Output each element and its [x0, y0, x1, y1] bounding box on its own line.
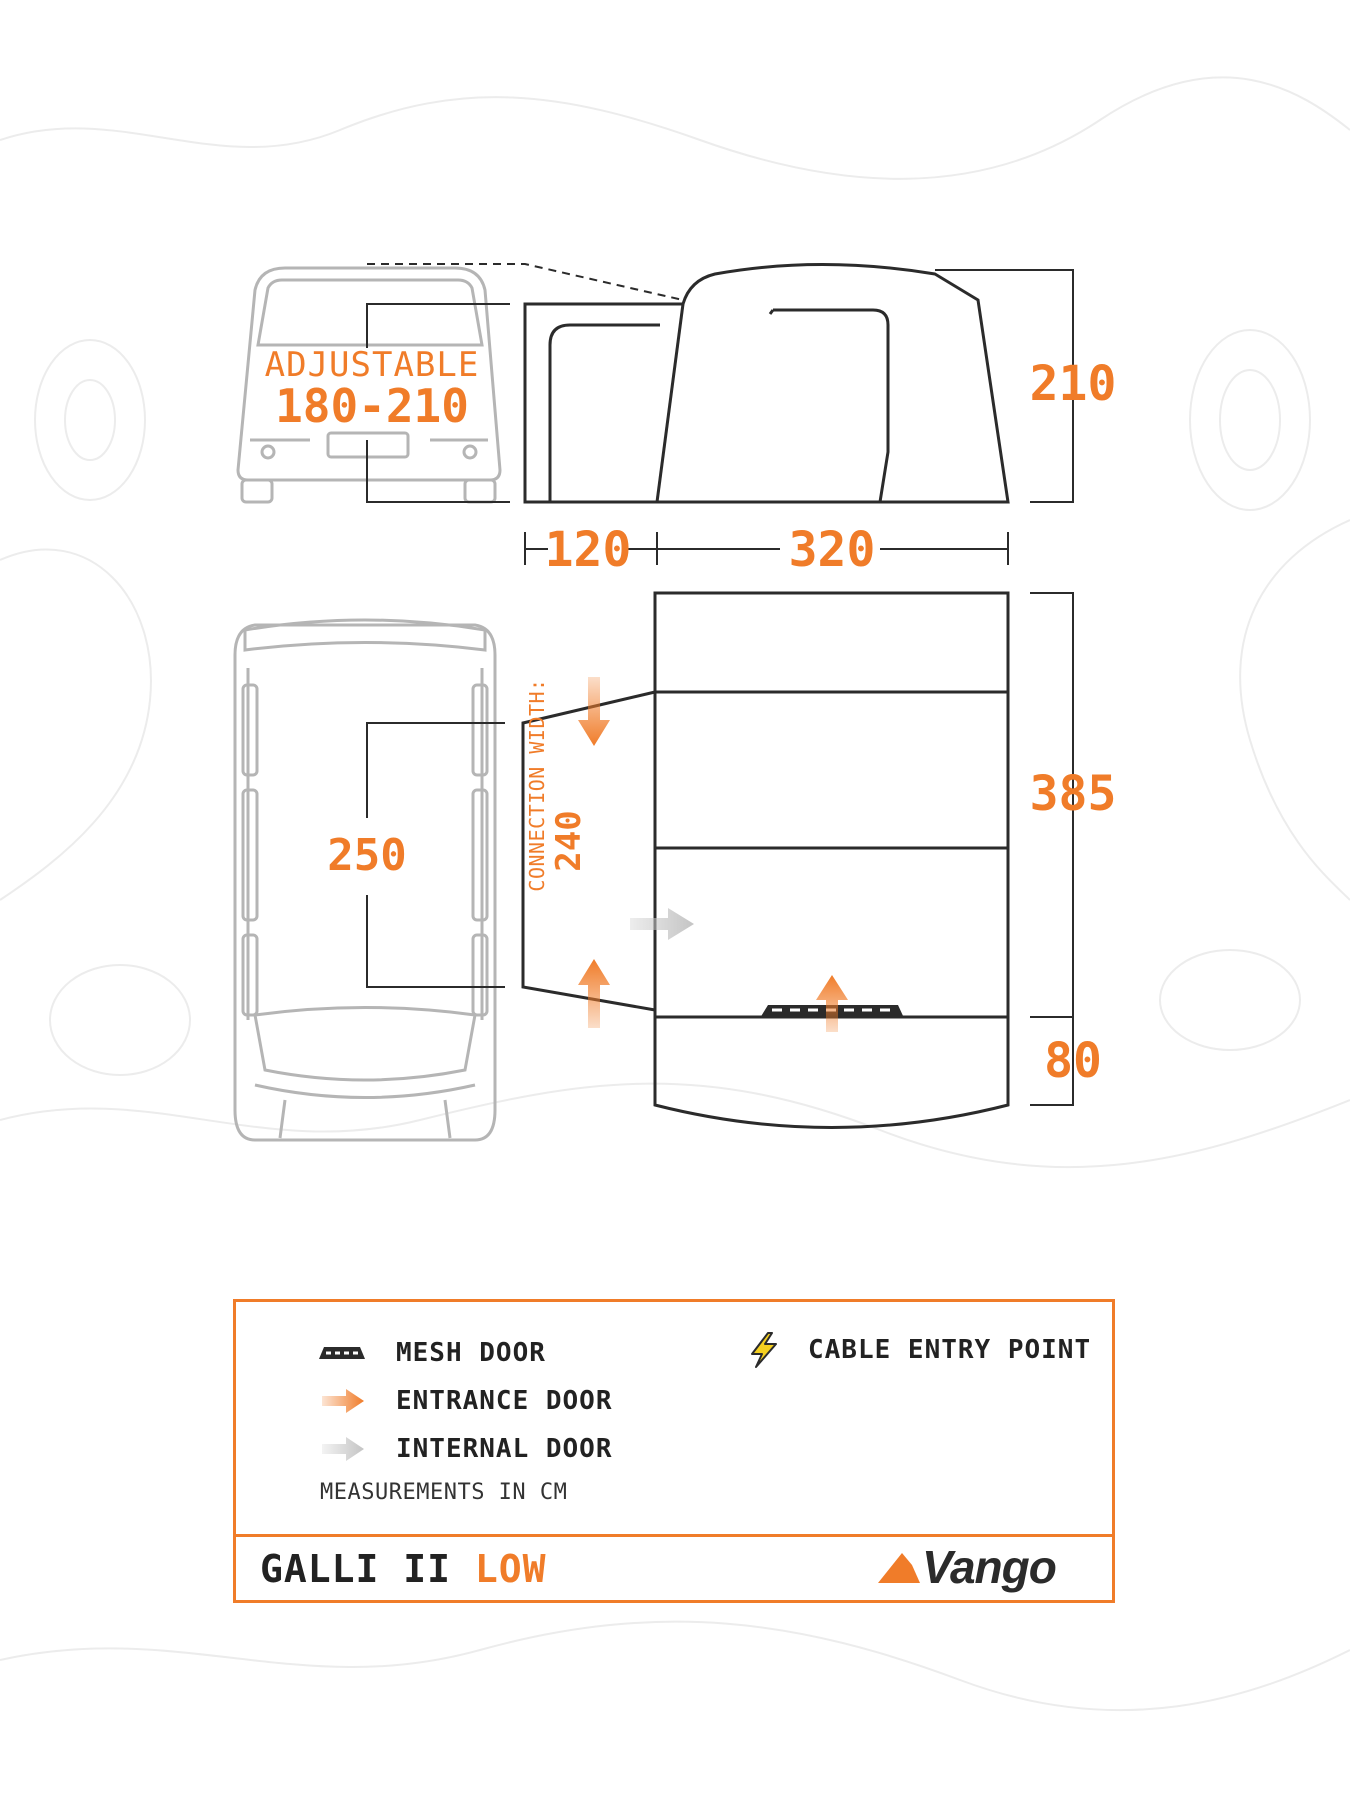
width-dimension	[524, 532, 1009, 565]
legend-divider	[236, 1534, 1112, 1537]
legend-item-internal-door: INTERNAL DOOR	[318, 1434, 613, 1464]
width-connection-value: 120	[545, 522, 632, 578]
lightning-bolt-icon	[751, 1332, 777, 1368]
internal-door-arrow	[630, 908, 694, 940]
porch-depth-value: 80	[1044, 1033, 1102, 1089]
height-value: 210	[1030, 356, 1117, 412]
brand-logo: Vango	[876, 1540, 1057, 1594]
legend-item-cable-entry: CABLE ENTRY POINT	[744, 1330, 1091, 1370]
legend-label-internal-door: INTERNAL DOOR	[396, 1434, 613, 1464]
legend-box: MESH DOOR ENTRANCE DOOR INTERNAL DOOR CA…	[233, 1299, 1115, 1603]
legend-label-mesh-door: MESH DOOR	[396, 1338, 546, 1368]
product-title: GALLI II LOW	[260, 1547, 547, 1591]
product-variant: LOW	[474, 1547, 547, 1591]
topographic-background	[0, 76, 1350, 1712]
vehicle-top-view	[233, 618, 497, 1142]
vehicle-width-value: 250	[327, 830, 406, 881]
brand-name: Vango	[922, 1541, 1057, 1593]
legend-item-entrance-door: ENTRANCE DOOR	[318, 1386, 613, 1416]
tent-plan-view	[521, 591, 1010, 1129]
adjustable-value: 180-210	[275, 379, 469, 433]
depth-dimension	[1030, 592, 1074, 1106]
legend-label-entrance-door: ENTRANCE DOOR	[396, 1386, 613, 1416]
entrance-door-arrow-top	[578, 677, 610, 746]
tent-side-view	[523, 263, 1010, 504]
entrance-door-arrow-mesh	[816, 975, 848, 1032]
entrance-door-arrow-icon	[322, 1389, 364, 1413]
mesh-door-icon	[319, 1347, 365, 1359]
entrance-door-arrow-bottom	[578, 959, 610, 1028]
adjustable-bracket	[366, 303, 510, 503]
internal-door-arrow-icon	[322, 1437, 364, 1461]
width-body-value: 320	[789, 522, 876, 578]
height-dimension	[935, 269, 1074, 503]
vehicle-width-bracket	[366, 722, 505, 988]
legend-item-mesh-door: MESH DOOR	[318, 1338, 546, 1368]
depth-value: 385	[1030, 766, 1117, 822]
connection-width-value: 240	[549, 810, 589, 871]
connection-width-label: CONNECTION WIDTH:	[525, 678, 549, 891]
legend-label-cable-entry: CABLE ENTRY POINT	[808, 1335, 1092, 1365]
roof-connection-lines	[367, 263, 684, 301]
measurements-note: MEASUREMENTS IN CM	[320, 1480, 568, 1505]
brand-mountain-icon	[878, 1553, 920, 1583]
product-name: GALLI II	[260, 1547, 452, 1591]
adjustable-label: ADJUSTABLE	[265, 345, 480, 385]
